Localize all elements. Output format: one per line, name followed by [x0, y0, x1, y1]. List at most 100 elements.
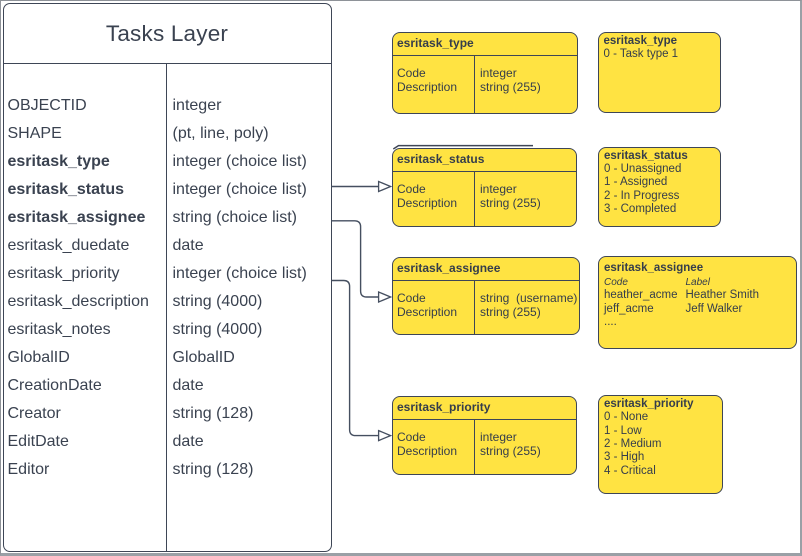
value-list-entry: heather_acme Heather Smith [604, 289, 796, 302]
domain-table-title: esritask_priority [392, 397, 576, 420]
field-row-objectid: OBJECTID integer [4, 92, 331, 120]
field-name: CreationDate [7, 377, 102, 395]
arrowhead-status [377, 180, 393, 193]
value-list-item: 2 - In Progress [604, 189, 680, 202]
field-name: SHAPE [7, 124, 62, 142]
field-row-esritask-priority: esritask_priority integer (choice list) [4, 260, 331, 288]
field-name: esritask_status [7, 180, 125, 198]
value-list-entry: .... [604, 316, 796, 329]
field-type: string (4000) [172, 321, 263, 339]
field-type: integer (choice list) [172, 152, 307, 170]
value-list-title: esritask_priority [604, 398, 694, 411]
value-list-entry: jeff_acme Jeff Walker [604, 303, 796, 316]
value-list-item: 0 - Unassigned [604, 162, 682, 175]
field-name: esritask_priority [7, 265, 120, 283]
cell-type-1: string (255) [480, 443, 541, 458]
cell-field-0: Code [397, 182, 426, 196]
field-row-editdate: EditDate date [4, 428, 331, 456]
cell-field-1: Description [397, 443, 458, 458]
field-type: string (choice list) [172, 209, 297, 226]
cell-type-1: string (255) [480, 79, 541, 94]
cell-field-0: Code [397, 66, 426, 80]
field-row-creationdate: CreationDate date [4, 372, 331, 400]
field-row-editor: Editor string (128) [4, 456, 331, 484]
field-name: OBJECTID [7, 96, 87, 114]
field-name: esritask_type [7, 152, 110, 170]
cell-type-1: string (255) [480, 304, 541, 319]
domain-table-title: esritask_assignee [392, 258, 579, 281]
tasks-layer-column-divider [166, 64, 167, 551]
value-list-item: 1 - Low [604, 424, 642, 437]
entry-code: .... [604, 316, 617, 328]
column-header-label: Label [685, 277, 710, 289]
field-row-creator: Creator string (128) [4, 400, 331, 428]
value-list-item: 0 - Task type 1 [603, 48, 679, 60]
field-name: esritask_notes [7, 321, 111, 339]
cell-type-1: string (255) [480, 195, 541, 210]
connector-priority [331, 279, 379, 437]
arrowhead-priority [377, 429, 393, 442]
entry-code: heather_acme [604, 289, 678, 302]
field-name: EditDate [7, 433, 69, 451]
field-type: integer (choice list) [172, 180, 307, 198]
field-name: esritask_description [7, 293, 149, 311]
field-type: date [172, 433, 204, 451]
value-list-item: 4 - Critical [604, 464, 656, 477]
field-type: date [172, 237, 204, 255]
field-name: esritask_assignee [7, 209, 146, 226]
value-list-item: 3 - High [604, 451, 645, 464]
field-row-esritask-description: esritask_description string (4000) [4, 288, 331, 316]
value-list-title: esritask_type [603, 35, 678, 47]
value-list-esritask-status: esritask_status 0 - Unassigned 1 - Assig… [598, 146, 721, 228]
domain-table-column-divider [473, 55, 475, 113]
field-type: date [172, 377, 204, 395]
connector-assignee [331, 220, 379, 298]
value-list-item: 2 - Medium [604, 438, 662, 450]
field-row-esritask-type: esritask_type integer (choice list) [4, 148, 331, 176]
column-header-code: Code [604, 277, 628, 289]
cell-field-1: Description [397, 304, 458, 319]
value-list-title: esritask_assignee [604, 261, 704, 274]
value-list-title: esritask_status [604, 149, 688, 162]
field-type: (pt, line, poly) [172, 124, 269, 142]
cell-field-1: Description [397, 79, 458, 94]
domain-table-column-divider [473, 171, 475, 226]
cell-type-0: string (username) [480, 291, 578, 305]
field-type: GlobalID [172, 349, 235, 367]
cell-type-0: integer [480, 66, 517, 80]
field-type: integer (choice list) [172, 265, 307, 283]
domain-table-title: esritask_status [392, 149, 576, 172]
cell-field-0: Code [397, 291, 426, 305]
field-row-globalid: GlobalID GlobalID [4, 344, 331, 372]
field-name: GlobalID [7, 349, 70, 367]
value-list-esritask-type: esritask_type 0 - Task type 1 [597, 32, 721, 113]
entry-label: Jeff Walker [685, 302, 743, 315]
field-type: string (4000) [172, 293, 263, 311]
value-list-esritask-priority: esritask_priority 0 - None 1 - Low 2 - M… [598, 395, 723, 495]
field-row-esritask-status: esritask_status integer (choice list) [4, 176, 331, 204]
field-name: Creator [7, 405, 61, 423]
entry-code: jeff_acme [604, 302, 654, 315]
field-type: string (128) [172, 405, 254, 423]
field-name: Editor [7, 461, 50, 479]
field-type: string (128) [172, 461, 254, 479]
field-type: integer [172, 96, 222, 114]
cell-field-0: Code [397, 430, 426, 444]
domain-table-column-divider [473, 280, 475, 334]
cell-type-0: integer [480, 430, 517, 444]
domain-table-title: esritask_type [392, 33, 577, 56]
cell-type-0: integer [480, 182, 517, 196]
